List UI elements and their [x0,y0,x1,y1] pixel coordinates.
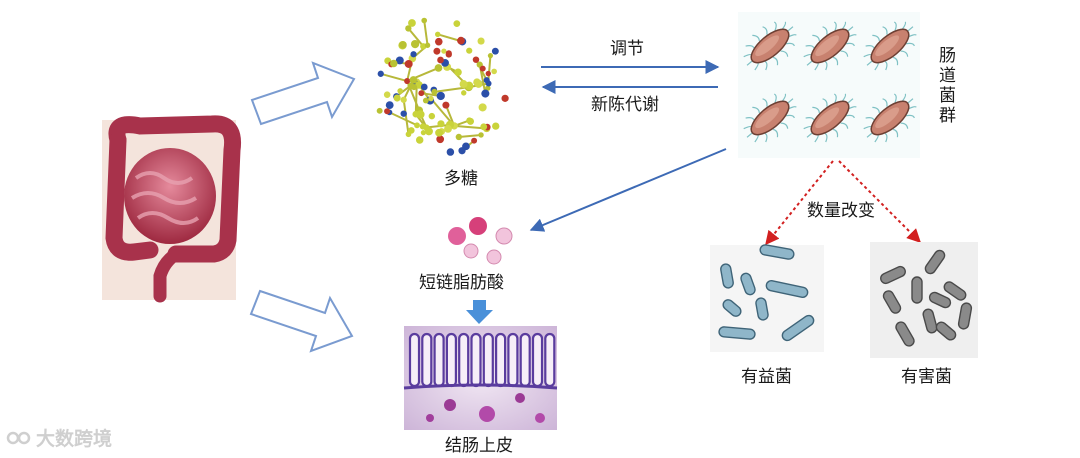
hollow-arrow-icon [249,289,354,353]
label-polysaccharide: 多糖 [444,169,478,189]
intestine-image [102,115,242,303]
label-colon-epithelium: 结肠上皮 [445,436,513,456]
colon-tissue-image [403,326,558,430]
to-harmful-arrow [838,160,921,243]
watermark-text: 大数跨境 [36,428,113,450]
label-harmful-bacteria: 有害菌 [901,367,952,387]
label-regulate: 调节 [610,39,644,59]
label-scfa: 短链脂肪酸 [419,273,504,293]
scfa-circles-icon [448,217,513,265]
down-arrow-icon [466,300,493,324]
beneficial-bacteria-image [710,244,824,352]
harmful-bacteria-image [870,242,978,358]
label-beneficial-bacteria: 有益菌 [741,367,792,387]
watermark-logo-icon [6,431,31,444]
watermark: 大数跨境 [6,424,112,451]
gut-bacteria-image [738,12,920,158]
hollow-arrow-icon [250,61,356,126]
label-metabolism: 新陈代谢 [591,95,659,115]
label-quantity-change: 数量改变 [807,201,875,221]
to-scfa-arrow [529,148,727,232]
polysaccharide-molecule-image [376,17,509,156]
label-gut-flora: 肠道菌群 [935,46,955,126]
